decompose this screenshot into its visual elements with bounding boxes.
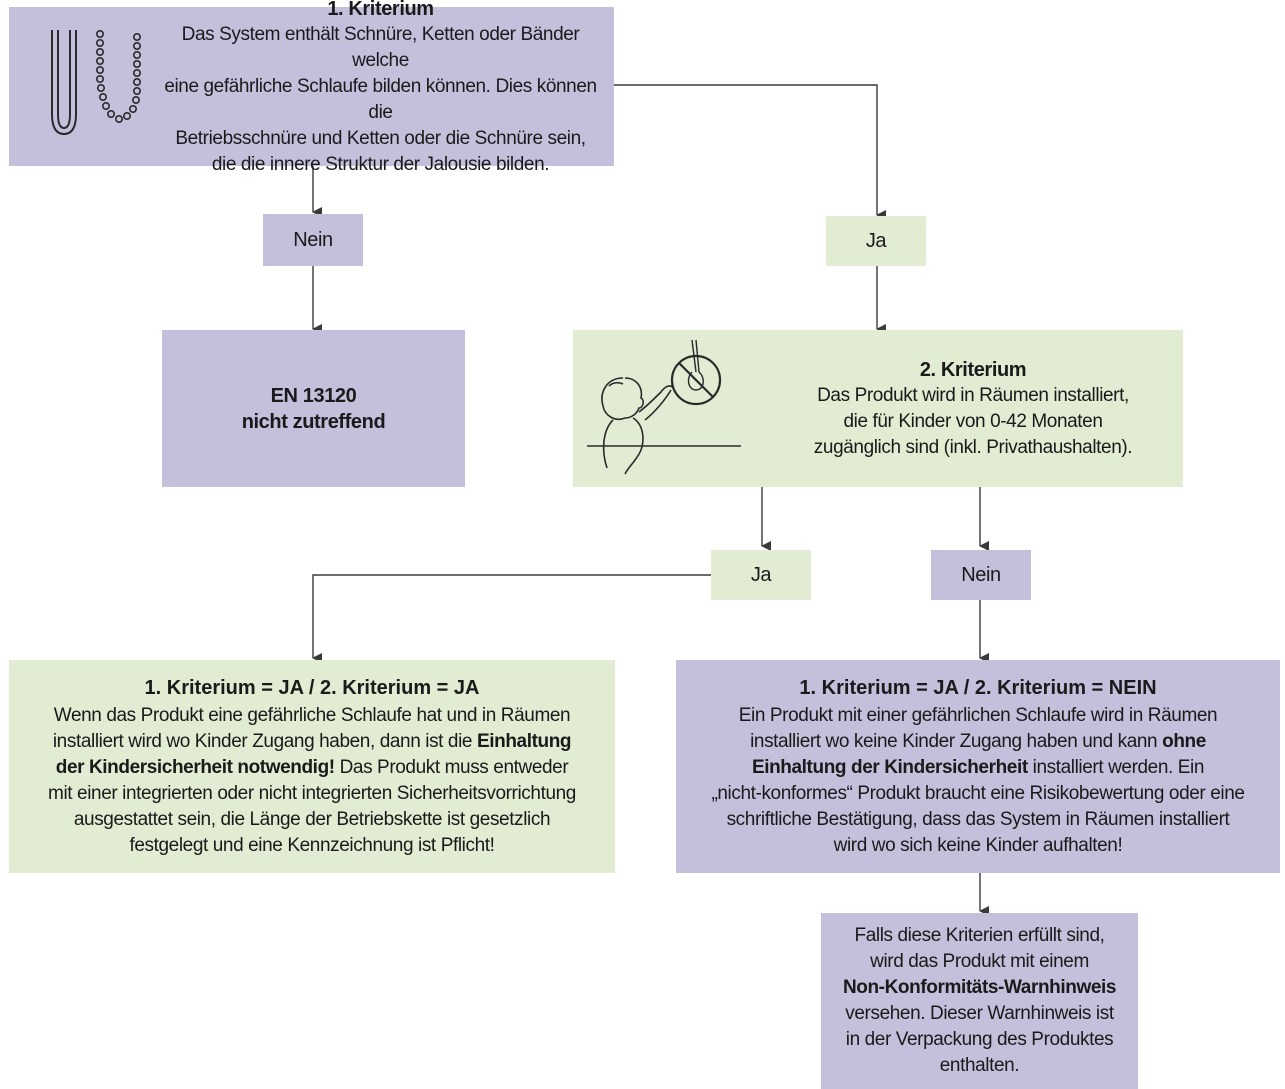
criterion-1-title: 1. Kriterium [327, 0, 434, 20]
result-no-title: 1. Kriterium = JA / 2. Kriterium = NEIN [799, 676, 1157, 699]
result-yes-no-box: 1. Kriterium = JA / 2. Kriterium = NEIN … [676, 660, 1280, 873]
result-no-line-3: Einhaltung der Kindersicherheit installi… [751, 756, 1205, 778]
yes-label-criterion-2: Ja [711, 550, 811, 600]
no-label-criterion-2: Nein [931, 550, 1031, 600]
arrow-yes2-to-result-yes [312, 574, 711, 663]
no-label-2-text: Nein [961, 563, 1001, 586]
warning-notice-box: Falls diese Kriterien erfüllt sind, wird… [821, 913, 1138, 1089]
criterion-2-line-2: die für Kinder von 0-42 Monaten [843, 410, 1103, 432]
result-yes-line-3: der Kindersicherheit notwendig! Das Prod… [55, 756, 569, 778]
result-no-line-4: „nicht-konformes“ Produkt braucht eine R… [711, 782, 1245, 804]
criterion-1-line-3: Betriebsschnüre und Ketten oder die Schn… [175, 127, 586, 149]
warning-line-5: in der Verpackung des Produktes [845, 1029, 1114, 1050]
no-label-criterion-1: Nein [263, 214, 363, 266]
result-yes-line-1: Wenn das Produkt eine gefährliche Schlau… [53, 704, 571, 726]
no-label-text: Nein [293, 228, 333, 251]
criterion-2-box: 2. Kriterium Das Produkt wird in Räumen … [573, 330, 1183, 487]
warning-line-3: Non-Konformitäts-Warnhinweis [842, 977, 1117, 998]
result-yes-line-5: ausgestattet sein, die Länge der Betrieb… [73, 808, 551, 830]
criterion-1-line-4: die die innere Struktur der Jalousie bil… [211, 153, 550, 175]
result-yes-yes-box: 1. Kriterium = JA / 2. Kriterium = JA We… [9, 660, 615, 873]
result-no-line-5: schriftliche Bestätigung, dass das Syste… [726, 808, 1230, 830]
yes-label-criterion-1: Ja [826, 216, 926, 266]
criterion-2-title: 2. Kriterium [919, 358, 1027, 381]
arrow-c1-to-yes1 [614, 84, 886, 220]
criterion-2-line-1: Das Produkt wird in Räumen installiert, [817, 384, 1129, 406]
result-no-line-2: installiert wo keine Kinder Zugang haben… [750, 730, 1206, 752]
not-applicable-line-2: nicht zutreffend [241, 410, 386, 433]
result-yes-title: 1. Kriterium = JA / 2. Kriterium = JA [144, 676, 480, 699]
warning-line-4: versehen. Dieser Warnhinweis ist [845, 1003, 1114, 1024]
criterion-1-line-1: Das System enthält Schnüre, Ketten oder … [181, 23, 580, 71]
criterion-1-line-2: eine gefährliche Schlaufe bilden können.… [164, 75, 597, 123]
cord-loop-icon [51, 30, 77, 136]
not-applicable-box: EN 13120 nicht zutreffend [162, 330, 465, 487]
warning-line-6: enthalten. [939, 1055, 1020, 1076]
result-yes-line-4: mit einer integrierten oder nicht integr… [48, 782, 576, 804]
warning-line-2: wird das Produkt mit einem [870, 951, 1089, 972]
result-no-line-6: wird wo sich keine Kinder aufhalten! [833, 834, 1123, 856]
not-applicable-line-1: EN 13120 [270, 384, 357, 407]
child-reaching-icon [587, 377, 741, 475]
bead-chain-icon [96, 29, 141, 124]
warning-line-1: Falls diese Kriterien erfüllt sind, [854, 925, 1105, 946]
result-no-line-1: Ein Produkt mit einer gefährlichen Schla… [738, 704, 1218, 726]
yes-label-2-text: Ja [750, 563, 772, 586]
yes-label-text: Ja [865, 229, 887, 252]
result-yes-line-2: installiert wird wo Kinder Zugang haben,… [52, 730, 572, 752]
prohibited-icon [670, 339, 722, 406]
result-yes-line-6: festgelegt und eine Kennzeichnung ist Pf… [129, 834, 495, 856]
criterion-1-box: 1. Kriterium Das System enthält Schnüre,… [9, 0, 614, 175]
criterion-2-line-3: zugänglich sind (inkl. Privathaushalten)… [813, 436, 1133, 458]
